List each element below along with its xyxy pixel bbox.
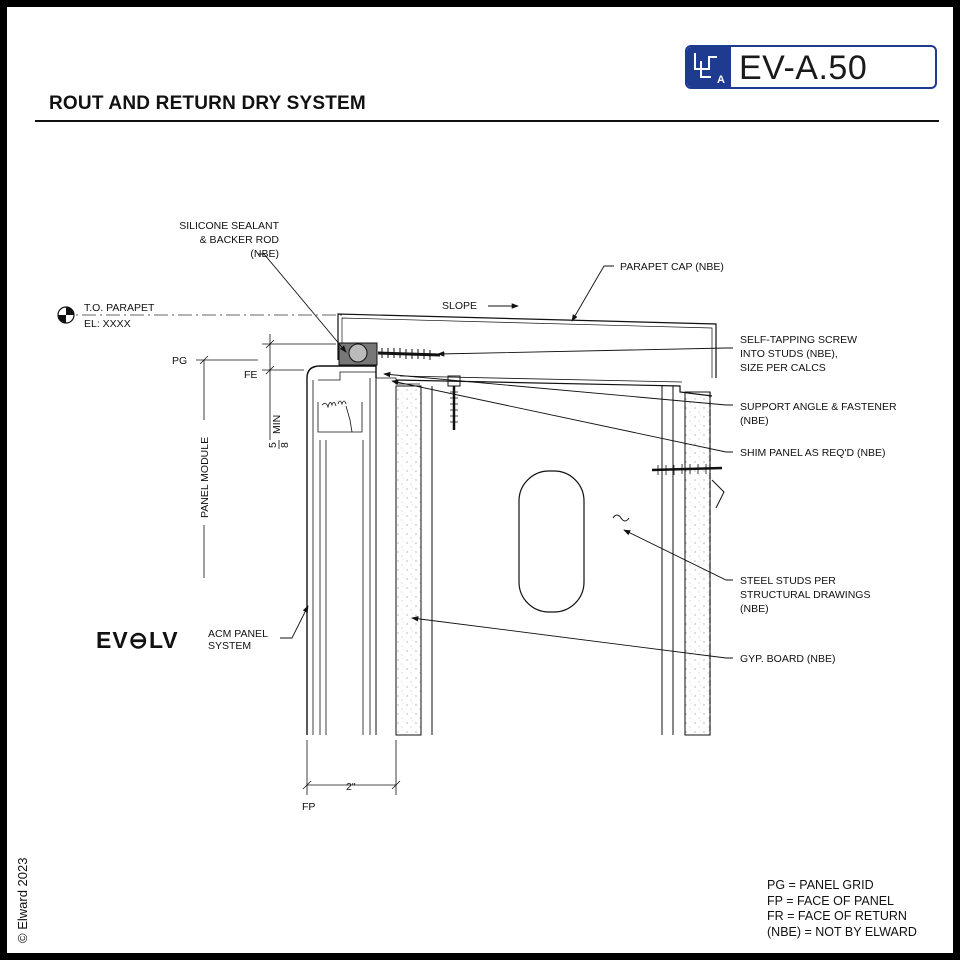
sheet-number-box: A EV-A.50 [685, 45, 937, 89]
legend-item: (NBE) = NOT BY ELWARD [767, 924, 917, 939]
fastener-icon [447, 375, 461, 430]
level-marker-icon [57, 306, 75, 324]
label-gyp: GYP. BOARD (NBE) [740, 653, 836, 665]
steel-stud [420, 386, 674, 735]
legend-item: PG = PANEL GRID [767, 878, 874, 892]
label-to-parapet: T.O. PARAPET [84, 302, 155, 314]
backer-rod [348, 343, 368, 363]
support-angle [395, 379, 713, 397]
sheet-icon-letter: A [717, 74, 725, 86]
screw-icon [377, 348, 441, 360]
label-pg: PG [172, 355, 187, 367]
label-studs-2: STRUCTURAL DRAWINGS [740, 589, 870, 601]
page-title: ROUT AND RETURN DRY SYSTEM [49, 93, 366, 114]
section-detail-drawing: SILICONE SEALANT & BACKER ROD (NBE) PARA… [57, 220, 897, 813]
label-acm-2: SYSTEM [208, 640, 251, 652]
label-min-text: MIN [271, 415, 283, 434]
label-screw-2: INTO STUDS (NBE), [740, 348, 838, 360]
label-screw-3: SIZE PER CALCS [740, 362, 826, 374]
parapet-cap [337, 313, 717, 378]
label-shim: SHIM PANEL AS REQ'D (NBE) [740, 447, 886, 459]
label-support-1: SUPPORT ANGLE & FASTENER [740, 401, 897, 413]
leader-lines [258, 253, 733, 659]
label-support-2: (NBE) [740, 415, 769, 427]
legend-item: FP = FACE OF PANEL [767, 893, 895, 908]
elward-logo-icon: A [687, 47, 731, 87]
dimension-min [262, 334, 336, 440]
label-panel-module: PANEL MODULE [199, 437, 211, 518]
label-silicone-3: (NBE) [250, 248, 279, 260]
sheet-number: EV-A.50 [739, 49, 868, 87]
label-silicone-2: & BACKER ROD [200, 234, 280, 246]
label-elevation: EL: XXXX [84, 318, 131, 330]
copyright: © Elward 2023 [15, 857, 30, 943]
acm-panel [306, 365, 420, 735]
label-parapet-cap: PARAPET CAP (NBE) [620, 261, 724, 273]
title-underline [35, 120, 939, 122]
label-acm-1: ACM PANEL [208, 628, 268, 640]
dimension-2in [302, 740, 401, 795]
label-studs-3: (NBE) [740, 603, 769, 615]
drawing-sheet: { "header": { "title": "ROUT AND RETURN … [7, 7, 953, 953]
gyp-board-right [684, 391, 711, 736]
label-min-frac: 8 [279, 442, 291, 448]
label-min-whole: 5 [267, 442, 279, 448]
label-fe: FE [244, 369, 257, 381]
dimension-panel-module [196, 355, 258, 578]
abbreviation-legend: PG = PANEL GRID FP = FACE OF PANEL FR = … [767, 878, 917, 940]
label-screw-1: SELF-TAPPING SCREW [740, 334, 857, 346]
label-studs-1: STEEL STUDS PER [740, 575, 836, 587]
side-screw-icon [651, 464, 725, 509]
label-silicone-1: SILICONE SEALANT [179, 220, 279, 232]
legend-item: FR = FACE OF RETURN [767, 909, 907, 923]
evolv-logo: EV⊖LV [96, 627, 179, 653]
label-2in: 2" [346, 781, 356, 793]
label-slope: SLOPE [442, 300, 477, 312]
gyp-board-left [395, 385, 422, 736]
label-fp: FP [302, 801, 315, 813]
